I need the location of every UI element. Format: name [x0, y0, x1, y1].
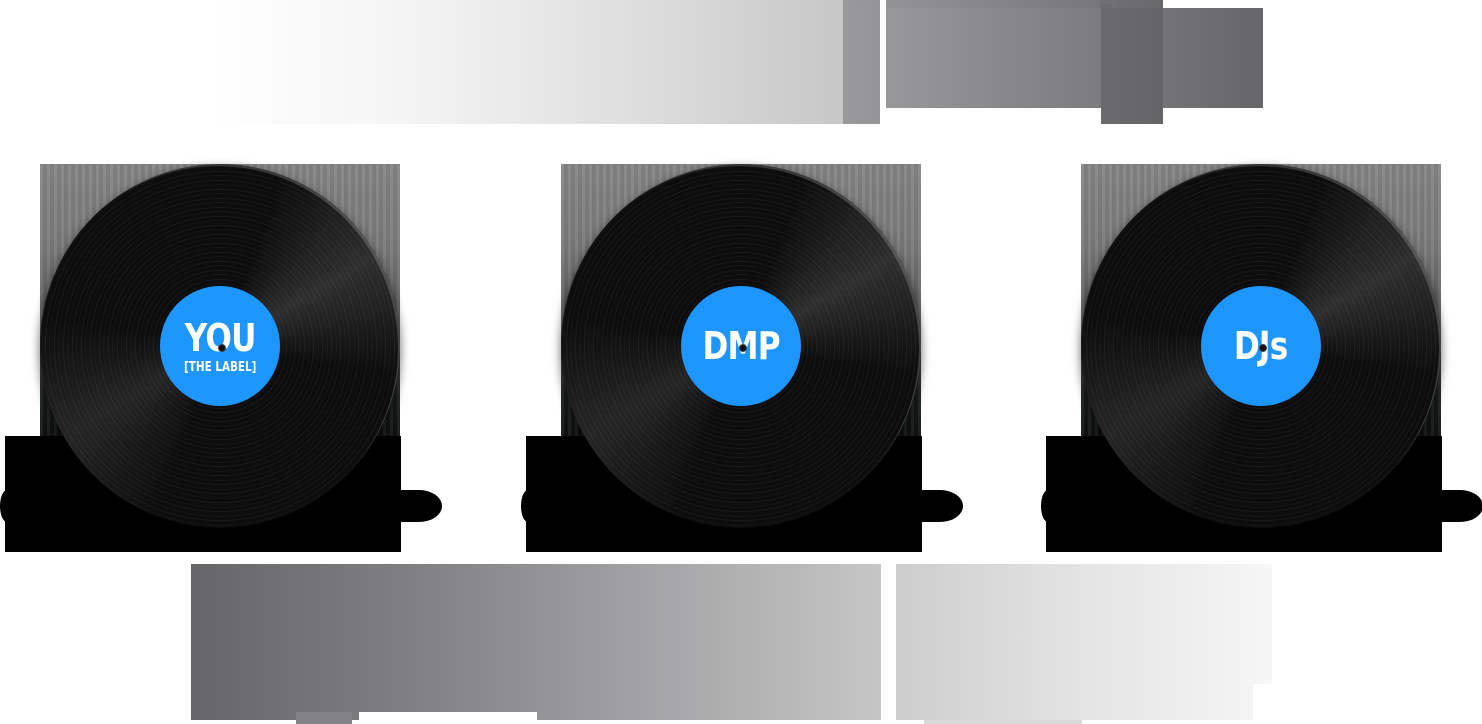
- bottom-gradient-banner: [191, 564, 881, 720]
- bottom-gradient-banner-segment: [896, 564, 1272, 720]
- disc-shadow-left-edge: [521, 490, 535, 522]
- disc-shadow-left-edge: [0, 490, 14, 522]
- top-banner-clear-bottom: [1163, 108, 1263, 124]
- bottom-banner-tab: [296, 712, 352, 724]
- top-banner-step: [1100, 4, 1112, 8]
- top-banner-notch: [886, 108, 1101, 124]
- top-banner-cap: [853, 0, 1100, 8]
- top-banner-block: [886, 8, 1263, 108]
- disc-group-dmp: DMP: [521, 164, 963, 552]
- disc-shadow-right-edge: [917, 490, 963, 522]
- top-banner-divider: [880, 0, 886, 124]
- top-banner-tail: [1101, 8, 1163, 124]
- bottom-banner-notch: [359, 712, 537, 724]
- vinyl-record-icon: DMP: [561, 164, 921, 528]
- disc-shadow-right-edge: [1437, 490, 1482, 522]
- disc-group-you: YOU [THE LABEL]: [0, 164, 442, 552]
- bottom-banner-segment-notch: [1253, 684, 1273, 724]
- spindle-hole-icon: [739, 344, 747, 352]
- record-label-subtitle: [THE LABEL]: [183, 359, 257, 375]
- vinyl-record-icon: YOU [THE LABEL]: [40, 164, 400, 528]
- disc-shadow-left-edge: [1041, 490, 1055, 522]
- bottom-banner-segment-tab: [924, 720, 1082, 724]
- spindle-hole-icon: [218, 344, 226, 352]
- vinyl-record-icon: DJs: [1081, 164, 1441, 528]
- disc-group-djs: DJs: [1041, 164, 1482, 552]
- spindle-hole-icon: [1259, 344, 1267, 352]
- top-banner-clear: [1163, 0, 1263, 8]
- disc-shadow-right-edge: [396, 490, 442, 522]
